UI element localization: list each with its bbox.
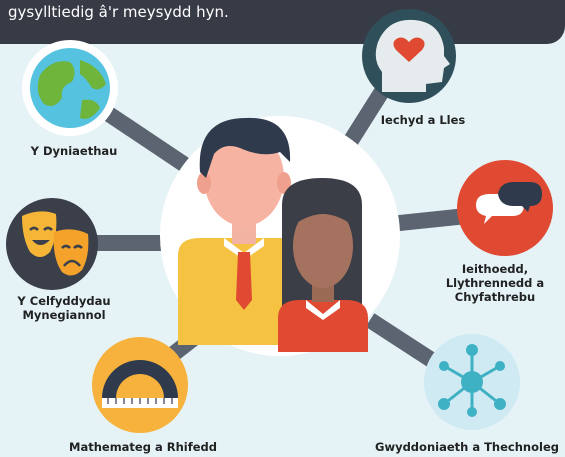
label-languages: Ieithoedd, Llythrennedd a Chyfathrebu	[432, 262, 558, 304]
girl-figure	[278, 178, 368, 352]
header-text: gysylltiedig â'r meysydd hyn.	[8, 3, 229, 21]
label-science-text: Gwyddoniaeth a Thechnoleg	[375, 440, 559, 454]
globe-icon	[22, 40, 118, 136]
label-maths: Mathemateg a Rhifedd	[58, 440, 228, 454]
label-health-text: Iechyd a Lles	[380, 113, 466, 127]
label-humanities: Y Dyniaethau	[14, 144, 134, 158]
label-science: Gwyddoniaeth a Thechnoleg	[374, 440, 560, 454]
label-languages-line3: Chyfathrebu	[454, 290, 536, 304]
header-band: gysylltiedig â'r meysydd hyn.	[0, 0, 565, 44]
label-arts: Y Celfyddydau Mynegiannol	[4, 294, 124, 322]
label-languages-line2: Llythrennedd a	[445, 276, 545, 290]
label-humanities-text: Y Dyniaethau	[30, 144, 118, 158]
label-arts-line2: Mynegiannol	[22, 308, 106, 322]
label-arts-line1: Y Celfyddydau	[17, 294, 111, 308]
two-students-icon	[178, 117, 368, 352]
speech-bubbles-icon	[457, 160, 553, 256]
molecule-network-icon	[424, 334, 520, 430]
head-heart-icon	[362, 9, 456, 103]
label-languages-line1: Ieithoedd,	[461, 262, 529, 276]
label-health: Iechyd a Lles	[368, 113, 478, 127]
protractor-icon	[92, 337, 188, 433]
label-maths-text: Mathemateg a Rhifedd	[69, 440, 217, 454]
theatre-masks-icon	[6, 198, 98, 290]
